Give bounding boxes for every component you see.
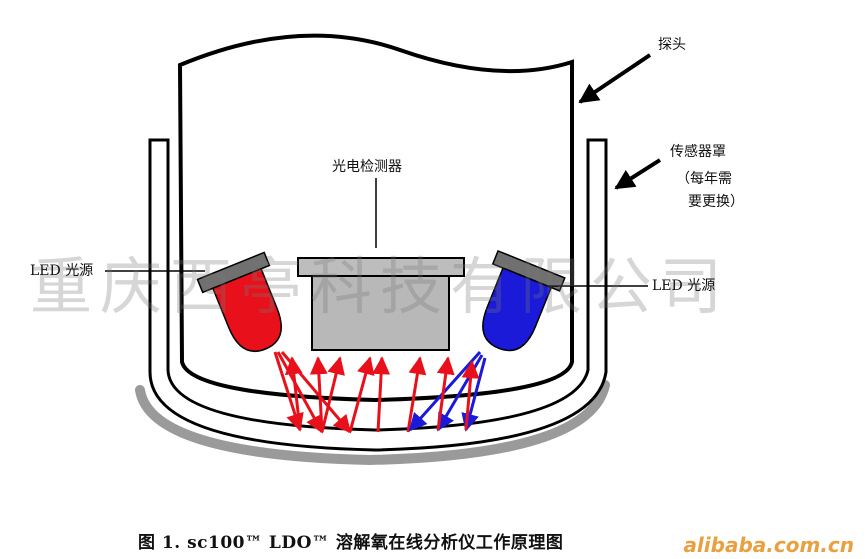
led-left-red [196, 251, 282, 353]
red-ray [284, 356, 303, 431]
sensor-cover-label-line1: 传感器罩 [670, 144, 726, 160]
sensor-cover-pointer-arrow [614, 158, 662, 190]
photodetector [297, 257, 465, 351]
company-watermark: 重庆西亭科技有限公司 [30, 250, 731, 323]
photodetector-body [311, 275, 450, 351]
led-left-body [211, 267, 282, 353]
red-ray [273, 351, 304, 432]
shadow-arc [135, 380, 610, 466]
blue-ray [461, 357, 487, 432]
red-ray [372, 356, 391, 433]
red-light-rays [273, 351, 427, 434]
red-ray [348, 356, 375, 433]
sensor-cover-label-line2: （每年需 [676, 171, 732, 187]
figure-caption: 图 1. sc100™ LDO™ 溶解氧在线分析仪工作原理图 [138, 533, 564, 553]
led-left-label: LED 光源 [30, 263, 94, 279]
site-watermark: alibaba.com.cn [683, 533, 854, 557]
red-ray [309, 356, 328, 433]
probe-label: 探头 [658, 37, 686, 53]
probe-pointer-arrow [578, 53, 652, 104]
red-ray [436, 356, 455, 431]
red-return-rays-right [436, 356, 480, 431]
photodetector-label: 光电检测器 [332, 159, 402, 175]
sensor-cover-label-line3: 要更换） [688, 194, 744, 210]
led-right-label: LED 光源 [652, 278, 716, 294]
led-right-body [482, 267, 553, 352]
sensor-cover [148, 138, 608, 452]
red-ray [320, 356, 345, 433]
led-right-blue [482, 249, 566, 352]
red-ray [461, 360, 480, 431]
